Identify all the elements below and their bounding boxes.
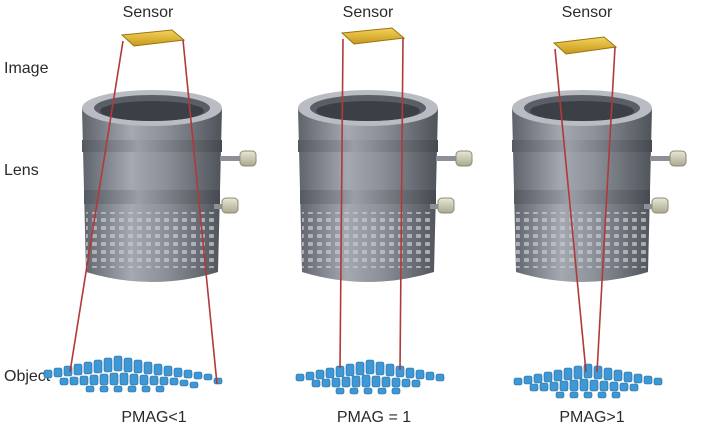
caption-pmag-equal: PMAG = 1 [336,409,412,426]
object-array-2 [295,359,445,395]
rays-1 [69,39,218,385]
lens-row-label: Lens [4,162,39,179]
sensor-3 [552,36,618,55]
panel-pmag-equal [295,27,473,395]
knob-lower-1 [214,197,239,214]
knob-upper-1 [220,150,257,167]
knob-upper-2 [436,150,473,167]
knob-upper-3 [650,150,687,167]
rays-3 [554,46,616,373]
lens-2 [298,90,473,282]
object-row-label: Object [4,368,51,385]
sensor-2 [340,27,406,45]
object-array-3 [513,363,663,399]
image-row-label: Image [4,60,49,77]
lens-3 [512,90,687,282]
sensor-label-2: Sensor [342,4,394,21]
caption-pmag-less: PMAG<1 [121,409,187,426]
sensor-label-1: Sensor [122,4,174,21]
panel-pmag-less [43,29,257,393]
caption-pmag-greater: PMAG>1 [559,409,625,426]
rays-2 [339,37,404,371]
sensor-label-3: Sensor [561,4,613,21]
sensor-1 [120,29,186,47]
object-array-1 [43,355,223,393]
panel-pmag-greater [512,36,687,399]
lens-1 [82,90,257,282]
knob-lower-2 [430,197,455,214]
knob-lower-3 [644,197,669,214]
